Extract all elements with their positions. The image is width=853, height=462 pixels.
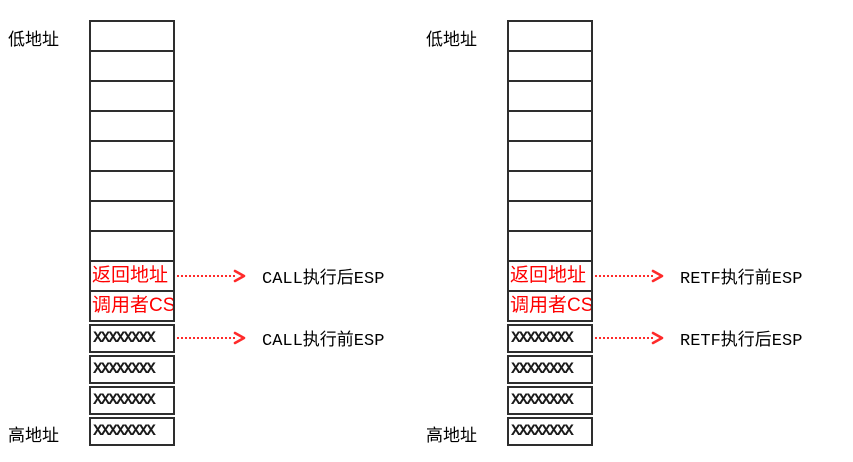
stack-cell-hatch-12: XXXXXXXX xyxy=(89,386,175,415)
stack-cell-empty-5 xyxy=(507,170,593,202)
stack-cell-empty-4 xyxy=(507,140,593,172)
esp-pointer-label: RETF执行前ESP xyxy=(680,270,803,289)
dotted-arrow-line xyxy=(177,275,235,277)
stack-cell-empty-7 xyxy=(89,230,175,262)
stack-cell-empty-4 xyxy=(89,140,175,172)
stack-cell-empty-2 xyxy=(507,80,593,112)
stack-cell-empty-0 xyxy=(507,20,593,52)
esp-pointer-label: CALL执行前ESP xyxy=(262,332,385,351)
stack-cell-red-9: 调用者CS xyxy=(89,290,175,322)
stack-cell-hatch-13: XXXXXXXX xyxy=(89,417,175,446)
stack-cell-empty-1 xyxy=(89,50,175,82)
low-address-label: 低地址 xyxy=(8,30,59,49)
dotted-arrow-line xyxy=(177,337,235,339)
low-address-label: 低地址 xyxy=(426,30,477,49)
esp-pointer-label: CALL执行后ESP xyxy=(262,270,385,289)
arrow-head-icon xyxy=(651,331,664,345)
arrow-head-icon xyxy=(233,269,246,283)
esp-pointer-arrow-0: RETF执行前ESP xyxy=(595,268,802,289)
stack-cell-red-9: 调用者CS xyxy=(507,290,593,322)
high-address-label: 高地址 xyxy=(8,426,59,445)
arrow-head-icon xyxy=(233,331,246,345)
stack-cell-hatch-12: XXXXXXXX xyxy=(507,386,593,415)
stack-cell-empty-3 xyxy=(507,110,593,142)
dotted-arrow-line xyxy=(595,275,653,277)
stack-cell-hatch-11: XXXXXXXX xyxy=(89,355,175,384)
stack-cell-empty-7 xyxy=(507,230,593,262)
high-address-label: 高地址 xyxy=(426,426,477,445)
stack-cell-empty-6 xyxy=(507,200,593,232)
esp-pointer-label: RETF执行后ESP xyxy=(680,332,803,351)
stack-cell-empty-2 xyxy=(89,80,175,112)
esp-pointer-arrow-1: RETF执行后ESP xyxy=(595,330,802,351)
stack-cell-empty-1 xyxy=(507,50,593,82)
esp-pointer-arrow-0: CALL执行后ESP xyxy=(177,268,384,289)
stack-cell-hatch-10: XXXXXXXX xyxy=(507,324,593,353)
stack-cell-empty-6 xyxy=(89,200,175,232)
esp-pointer-arrow-1: CALL执行前ESP xyxy=(177,330,384,351)
stack-cell-hatch-10: XXXXXXXX xyxy=(89,324,175,353)
stack-cell-red-8: 返回地址 xyxy=(89,260,175,292)
stack-cell-empty-3 xyxy=(89,110,175,142)
stack-cell-hatch-13: XXXXXXXX xyxy=(507,417,593,446)
stack-cell-red-8: 返回地址 xyxy=(507,260,593,292)
stack-cell-empty-0 xyxy=(89,20,175,52)
dotted-arrow-line xyxy=(595,337,653,339)
stack-cell-empty-5 xyxy=(89,170,175,202)
arrow-head-icon xyxy=(651,269,664,283)
stack-cell-hatch-11: XXXXXXXX xyxy=(507,355,593,384)
